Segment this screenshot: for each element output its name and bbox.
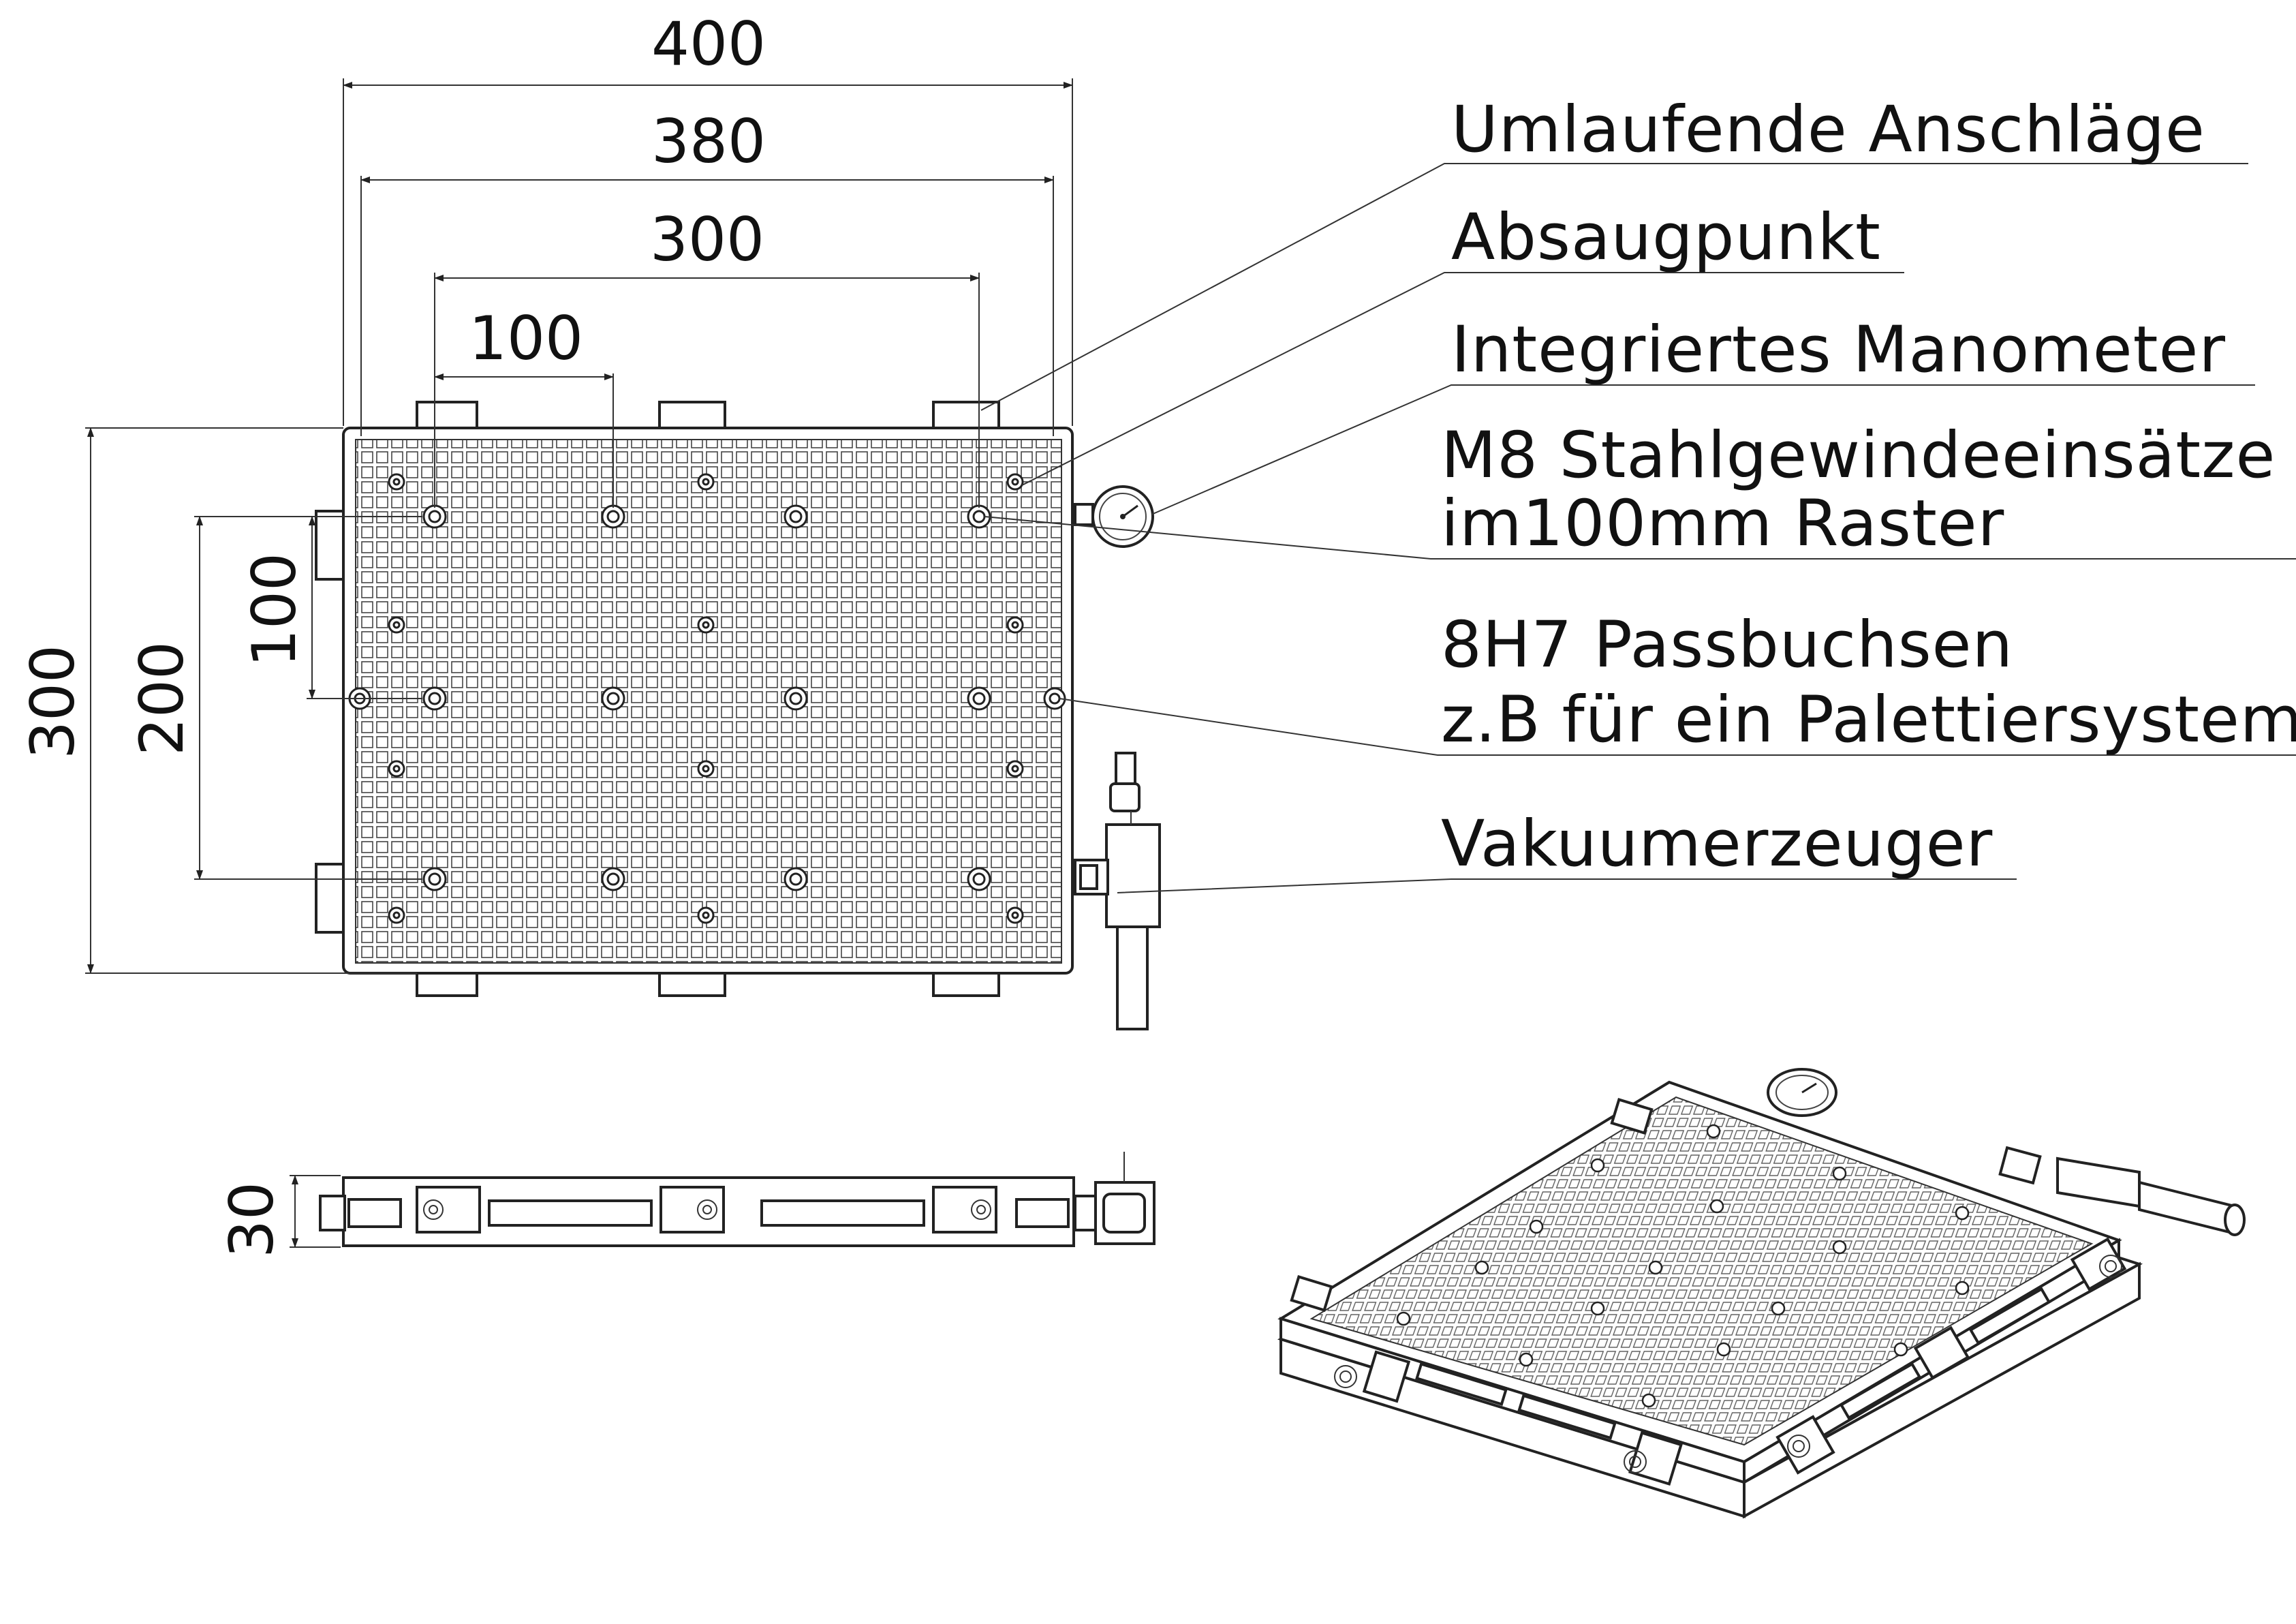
- stop-blocks: [315, 401, 1000, 997]
- top-view: [315, 401, 1161, 1030]
- dimension-values: 400 380 300 100 300 200 100 30: [18, 9, 766, 1258]
- callout-labels: Umlaufende Anschläge Absaugpunkt Integri…: [1441, 93, 2296, 881]
- iso-grid: [1309, 1096, 2094, 1446]
- label-m8-line2: im100mm Raster: [1441, 487, 2004, 561]
- isometric-view: [1277, 1068, 2246, 1519]
- label-m8-line1: M8 Stahlgewindeeinsätze: [1441, 418, 2276, 493]
- label-vakuumerzeuger: Vakuumerzeuger: [1441, 807, 1993, 881]
- dim-100-vertical: 100: [239, 553, 309, 667]
- dim-200-vertical: 200: [127, 641, 197, 756]
- dim-30: 30: [217, 1182, 287, 1258]
- plate-grid: [355, 439, 1062, 964]
- dim-400: 400: [651, 9, 766, 79]
- dim-300-horizontal: 300: [650, 204, 764, 275]
- m8-inserts: [388, 473, 1024, 924]
- dimension-lines: [85, 78, 1073, 974]
- dim-100-horizontal: 100: [469, 303, 583, 373]
- vacuum-generator: [1074, 752, 1161, 1030]
- dim-300-vertical: 300: [18, 645, 88, 759]
- manometer: [1074, 485, 1154, 548]
- leader-lines: [980, 163, 2296, 893]
- label-umlaufende-anschlaege: Umlaufende Anschläge: [1451, 93, 2205, 167]
- label-h7-line1: 8H7 Passbuchsen: [1441, 608, 2013, 682]
- dim-380: 380: [651, 106, 766, 177]
- label-manometer: Integriertes Manometer: [1451, 313, 2226, 387]
- side-view: [290, 1152, 1155, 1248]
- label-absaugpunkt: Absaugpunkt: [1451, 200, 1881, 275]
- label-h7-line2: z.B für ein Palettiersystem: [1441, 683, 2296, 757]
